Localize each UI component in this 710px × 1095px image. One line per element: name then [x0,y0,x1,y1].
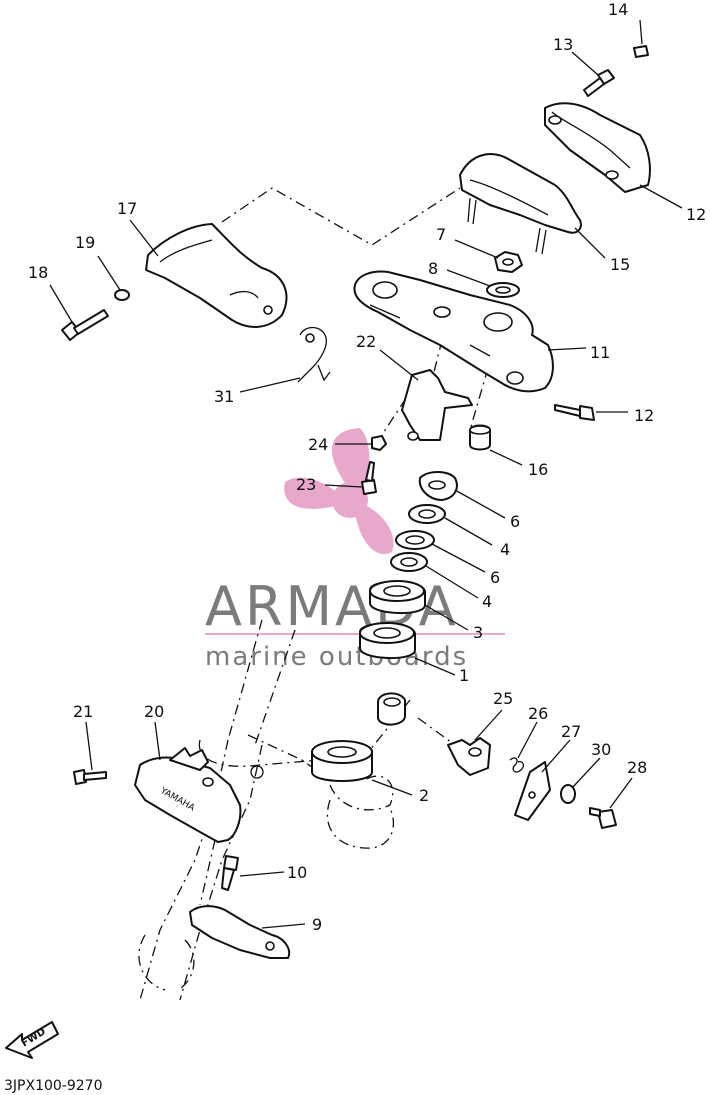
frame-outline [138,739,395,1001]
part-24-bolt [361,461,377,495]
callout-21: 20 [144,702,164,721]
part-11-upper-bracket [353,270,554,393]
part-6-lock-washer [418,471,458,501]
watermark-tagline: marine outboards [205,642,468,672]
callout-3: 3 [473,623,483,642]
callout-4b: 4 [482,592,492,611]
callout-24: 23 [296,475,316,494]
callout-28: 27 [561,722,581,741]
callout-1: 1 [459,666,469,685]
part-15-screw [633,45,649,58]
callout-4a: 4 [500,540,510,559]
callout-29: 28 [627,758,647,777]
callout-15: 14 [608,0,628,19]
part-5-washer [395,530,435,550]
part-26-steering-lock [447,737,491,776]
callout-27: 26 [528,704,548,723]
part-21-lower-bracket: YAMAHA [134,747,242,843]
callout-20: 19 [75,233,95,252]
callout-6: 6 [510,512,520,531]
part-9-cover [189,905,291,959]
part-2-lower-bearing [311,740,373,782]
diagram-code: 3JPX100-9270 [4,1078,102,1094]
callout-13: 12 [686,205,706,224]
part-18-cover [145,223,288,328]
callout-5: 6 [490,568,500,587]
callout-23: 22 [356,332,376,351]
part-4-ring-nut-upper [408,504,446,524]
callout-9: 9 [312,915,322,934]
callout-26: 25 [493,689,513,708]
callout-11: 11 [590,343,610,362]
callout-17: 16 [528,460,548,479]
part-10-bolt [221,855,239,891]
callout-30: 30 [591,740,611,759]
callout-31: 31 [214,387,234,406]
part-3-bearing-cover [369,580,426,615]
callout-7: 7 [436,225,446,244]
part-1-bearing [359,622,416,660]
steering-stem [377,692,406,726]
callout-10: 10 [287,863,307,882]
part-8-washer [486,282,520,298]
leader-lines [49,19,683,929]
part-17-collar [469,424,491,451]
assembly-lines [199,187,489,906]
callout-16: 15 [610,255,630,274]
callout-8: 8 [428,259,438,278]
part-23-bracket [401,369,473,441]
part-16-handlebar-holder-cover [459,153,582,255]
part-13-top-cover [544,102,651,193]
fwd-arrow: FWD [5,1021,59,1059]
part-31-wire-clamp [297,326,331,383]
part-12-bolt [554,404,595,421]
part-14-bolt [583,69,615,97]
callout-22: 21 [73,702,93,721]
part-27-spring [509,757,524,773]
part-20-washer [114,289,130,301]
callout-labels: 14 13 12 15 17 19 18 7 8 11 12 22 31 24 … [28,0,706,934]
callout-12: 12 [634,406,654,425]
part-19-bolt [61,309,109,341]
part-25-nut [371,435,387,451]
callout-25: 24 [308,435,328,454]
part-7-nut [494,251,523,273]
part-22-bolt [73,769,107,785]
callout-14: 13 [553,35,573,54]
callout-19: 18 [28,263,48,282]
part-4-ring-nut-lower [390,552,428,572]
callout-18: 17 [117,199,137,218]
callout-2: 2 [419,786,429,805]
watermark: ARMADA marine outboards [205,428,505,672]
part-29-screw [589,807,617,829]
part-28-lock-plate [514,761,551,821]
part-30-washer [560,784,576,804]
